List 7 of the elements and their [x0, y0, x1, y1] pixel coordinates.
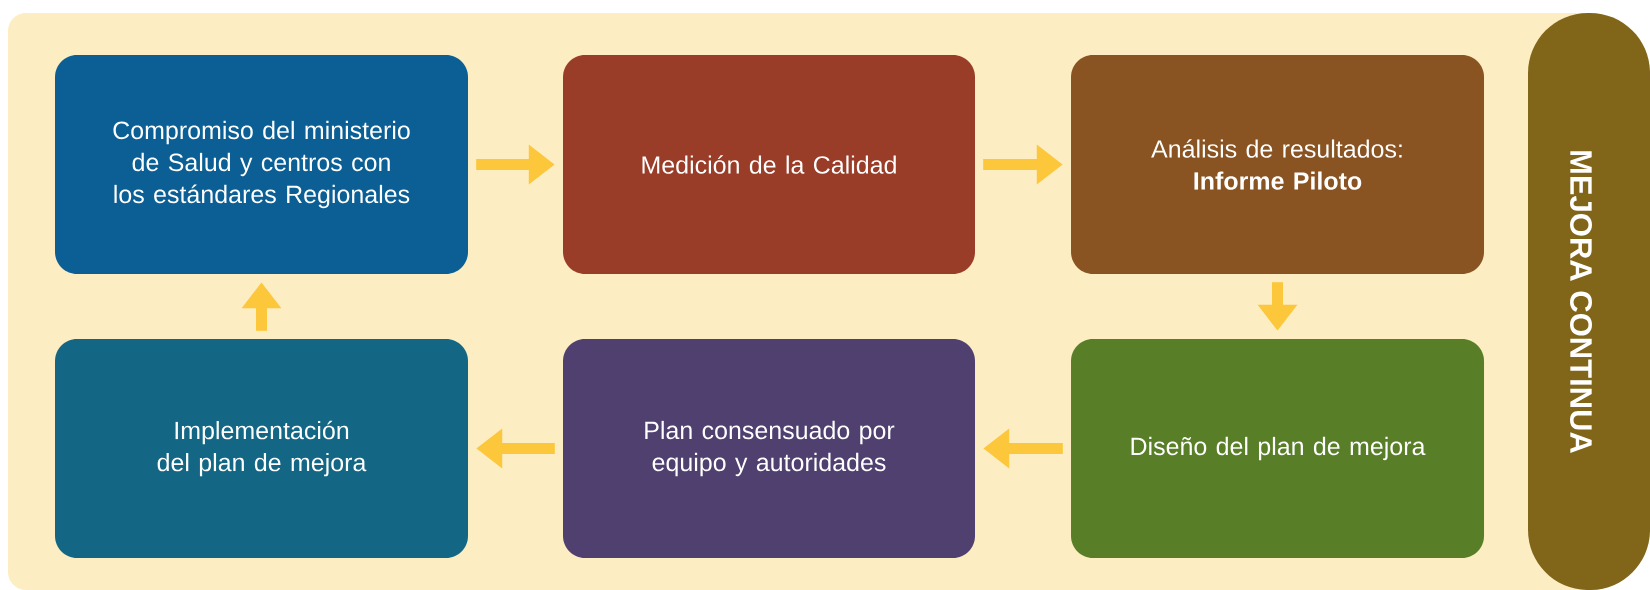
process-box: Implementación del plan de mejora: [55, 339, 468, 558]
side-band: MEJORA CONTINUA: [1528, 13, 1650, 590]
process-box: Análisis de resultados: Informe Piloto: [1071, 55, 1484, 274]
process-box: Medición de la Calidad: [563, 55, 975, 274]
process-box: Plan consensuado por equipo y autoridades: [563, 339, 975, 558]
process-box: Compromiso del ministerio de Salud y centros con los estándares Regionales: [55, 55, 468, 274]
process-box: Diseño del plan de mejora: [1071, 339, 1484, 558]
